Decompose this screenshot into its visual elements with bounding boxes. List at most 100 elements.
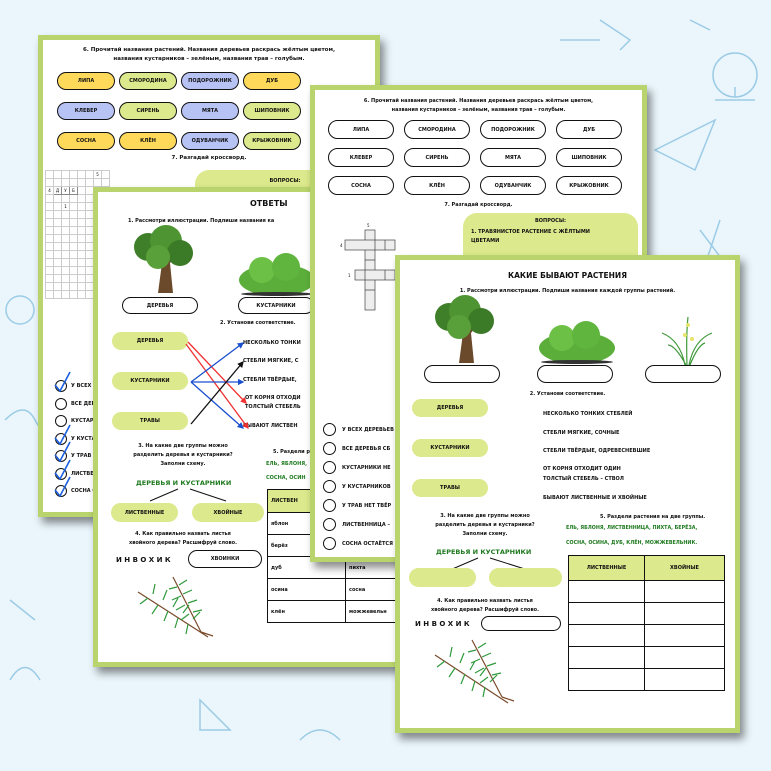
words-line1: ЕЛЬ, ЯБЛОНЯ, xyxy=(266,461,308,467)
checklist-statement: У ВСЕХ Д xyxy=(71,383,98,389)
bush-image xyxy=(539,321,615,364)
plant-pill[interactable]: КРЫЖОВНИК xyxy=(556,176,622,195)
cw-number: 1 xyxy=(348,273,351,278)
plant-pill: СОСНА xyxy=(57,132,115,150)
feature-4b: ТОЛСТЫЙ СТЕБЕЛЬ xyxy=(245,404,301,410)
task3-line3: Заполни схему. xyxy=(160,461,206,467)
feature-4: ОТ КОРНЯ ОТХОДИТ ОДИН xyxy=(543,466,621,472)
checklist-statement: У ТРАВ Н xyxy=(71,453,98,459)
scheme-field-2[interactable] xyxy=(489,568,562,587)
group-trees: ДЕРЕВЬЯ xyxy=(112,332,188,350)
scheme-field-1[interactable] xyxy=(409,568,476,587)
cw-number: 5 xyxy=(367,223,370,228)
scheme-title: ДЕРЕВЬЯ И КУСТАРНИКИ xyxy=(436,548,532,556)
cw-number: 5 xyxy=(93,170,102,179)
checkmark-icon xyxy=(54,459,71,480)
task2-heading: 2. Установи соответствие. xyxy=(220,320,296,326)
plant-pill: КРЫЖОВНИК xyxy=(243,132,301,150)
feature-5: БЫВАЮТ ЛИСТВЕННЫЕ И ХВОЙНЫЕ xyxy=(543,495,647,501)
task6-line2: названия кустарников – зелёным, названия… xyxy=(113,56,305,62)
table-row xyxy=(568,580,725,603)
plant-pill[interactable]: КЛЁН xyxy=(404,176,470,195)
task6-line1: 6. Прочитай названия растений. Названия … xyxy=(363,98,594,104)
matching-arrows xyxy=(185,341,249,430)
feature-2: СТЕБЛИ МЯГКИЕ, С xyxy=(243,358,299,364)
cipher-word: И Н В О Х И К xyxy=(116,556,171,564)
grass-image xyxy=(661,316,713,365)
plant-pill[interactable]: ПОДОРОЖНИК xyxy=(480,120,546,139)
checkbox[interactable] xyxy=(55,415,67,427)
task6-line2: названия кустарников – зелёным, названия… xyxy=(391,107,566,113)
group-shrubs: КУСТАРНИКИ xyxy=(412,439,488,457)
checkbox[interactable] xyxy=(323,499,336,512)
task5-heading: 5. Раздели растения на две группы. xyxy=(600,514,706,520)
crossword-grid: 5 4 1 xyxy=(340,223,396,311)
group-grasses: ТРАВЫ xyxy=(112,412,188,430)
plant-pill[interactable]: ШИПОВНИК xyxy=(556,148,622,167)
group-grasses: ТРАВЫ xyxy=(412,479,488,497)
checkbox[interactable] xyxy=(323,442,336,455)
cw-number: 1 xyxy=(61,202,70,211)
checkbox[interactable] xyxy=(323,518,336,531)
checklist-statement: ВСЕ ДЕР xyxy=(71,400,96,407)
checkmark-icon xyxy=(54,476,71,498)
plant-pill[interactable]: МЯТА xyxy=(480,148,546,167)
page-title: ОТВЕТЫ xyxy=(250,199,288,208)
task1-heading: 1. Рассмотри иллюстрации. Подпиши назван… xyxy=(459,288,676,294)
checklist-statement: СОСНА ОСТАЁТСЯ xyxy=(342,541,393,547)
plant-pill[interactable]: ЛИПА xyxy=(328,120,394,139)
checklist-statement: КУСТАРНИКИ НЕ xyxy=(342,465,391,471)
answer4-field[interactable]: ХВОИНКИ xyxy=(188,550,262,568)
checkmark-icon xyxy=(54,441,71,463)
checklist-statement: ВСЕ ДЕРЕВЬЯ СБ xyxy=(342,446,391,452)
plant-pill[interactable]: СИРЕНЬ xyxy=(404,148,470,167)
plant-pill: СМОРОДИНА xyxy=(119,72,177,90)
checkbox[interactable] xyxy=(323,537,336,550)
checklist-statement: У КУСТАРНИКОВ xyxy=(342,484,391,490)
feature-1: НЕСКОЛЬКО ТОНКИ xyxy=(243,340,301,346)
cw-letter: Б xyxy=(69,186,78,195)
feature-3: СТЕБЛИ ТВЁРДЫЕ, xyxy=(243,377,297,383)
plant-pill[interactable]: СОСНА xyxy=(328,176,394,195)
words-line2: СОСНА, ОСИН xyxy=(266,475,306,481)
questions-title: ВОПРОСЫ: xyxy=(269,178,301,184)
group-trees: ДЕРЕВЬЯ xyxy=(412,399,488,417)
plant-pill: ЛИПА xyxy=(57,72,115,90)
label-field-trees[interactable] xyxy=(424,365,500,383)
checklist-statement: У ТРАВ НЕТ ТВЁР xyxy=(342,503,392,509)
cw-letter: У xyxy=(61,186,70,195)
answer4-field[interactable] xyxy=(481,616,561,631)
plant-pill: СИРЕНЬ xyxy=(119,102,177,120)
checkbox[interactable] xyxy=(323,480,336,493)
task3-line2: разделить деревья и кустарники? xyxy=(133,452,233,458)
answer-label-trees: ДЕРЕВЬЯ xyxy=(122,297,198,314)
plant-pill[interactable]: ДУБ xyxy=(556,120,622,139)
cw-letter: Д xyxy=(53,186,62,195)
feature-5: БЫВАЮТ ЛИСТВЕН xyxy=(243,423,298,429)
plant-pill[interactable]: ОДУВАНЧИК xyxy=(480,176,546,195)
checkbox[interactable] xyxy=(323,461,336,474)
label-field-shrubs[interactable] xyxy=(537,365,613,383)
table-row xyxy=(568,646,725,669)
checklist-statement: ЛИСТВЕН xyxy=(71,470,98,477)
pine-branch-image xyxy=(434,639,515,704)
table-row xyxy=(568,668,725,691)
plant-pill[interactable]: СМОРОДИНА xyxy=(404,120,470,139)
task3-line2: разделить деревья и кустарники? xyxy=(435,522,535,528)
checkbox[interactable] xyxy=(323,423,336,436)
checklist-statement: КУСТАР xyxy=(71,418,94,424)
plant-pill: ОДУВАНЧИК xyxy=(181,132,239,150)
questions-title: ВОПРОСЫ: xyxy=(534,218,566,224)
cw-number: 4 xyxy=(45,186,54,195)
plant-pill[interactable]: КЛЕВЕР xyxy=(328,148,394,167)
label-field-grasses[interactable] xyxy=(645,365,721,383)
cipher-word: И Н В О Х И К xyxy=(415,620,470,628)
task4-line2: хвойного дерева? Расшифруй слово. xyxy=(430,607,539,613)
feature-1: НЕСКОЛЬКО ТОНКИХ СТЕБЛЕЙ xyxy=(543,411,633,417)
table-row xyxy=(568,624,725,647)
task4-line1: 4. Как правильно назвать листья xyxy=(135,531,231,537)
scheme-coniferous: ХВОЙНЫЕ xyxy=(192,503,264,522)
scheme-title: ДЕРЕВЬЯ И КУСТАРНИКИ xyxy=(136,479,232,487)
words-line1: ЕЛЬ, ЯБЛОНЯ, ЛИСТВЕННИЦА, ПИХТА, БЕРЁЗА, xyxy=(566,526,698,531)
checkbox[interactable] xyxy=(55,397,67,410)
